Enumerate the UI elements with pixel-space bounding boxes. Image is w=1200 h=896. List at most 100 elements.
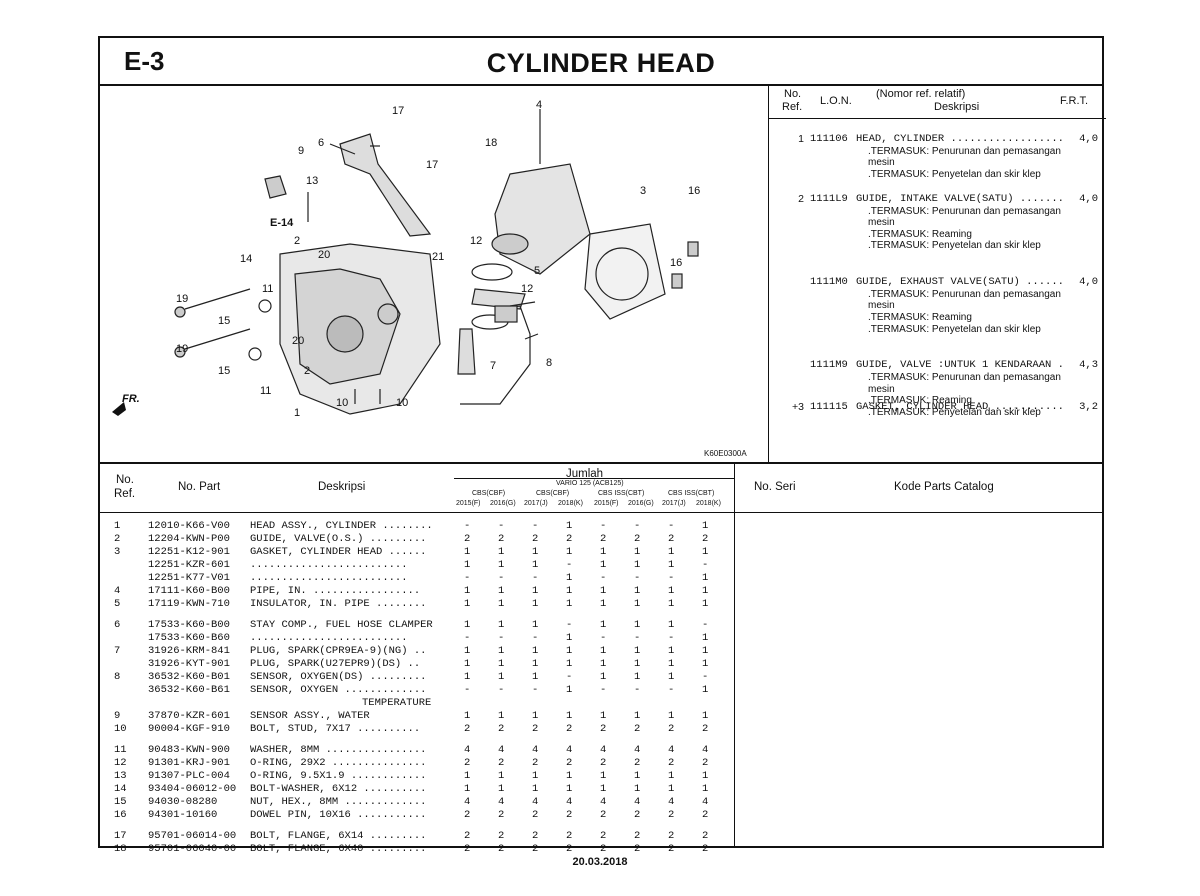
quantity-cell: 1 [532, 619, 539, 631]
lon-note: .TERMASUK: Penyetelan dan skir klep [868, 168, 1041, 180]
quantity-cell: 1 [668, 658, 675, 670]
quantity-cell: 1 [600, 598, 607, 610]
quantity-cell: 1 [532, 598, 539, 610]
quantity-cell: 1 [634, 783, 641, 795]
quantity-cell: 1 [600, 619, 607, 631]
svg-text:10: 10 [396, 397, 408, 409]
lon-note: .TERMASUK: Penurunan dan pemasangan mesi… [868, 205, 1061, 229]
svg-text:16: 16 [688, 185, 700, 197]
lon-notes: .TERMASUK: Penurunan dan pemasangan mesi… [862, 146, 1082, 181]
svg-text:11: 11 [260, 385, 271, 397]
quantity-cell: 2 [532, 809, 539, 821]
quantity-cell: - [464, 684, 471, 696]
quantity-cell: 1 [498, 783, 505, 795]
part-number: 17533-K60-B60 [148, 632, 230, 644]
row-ref: 4 [114, 585, 121, 597]
section-code: E-3 [124, 46, 165, 76]
quantity-cell: 2 [600, 757, 607, 769]
quantity-cell: 2 [532, 843, 539, 855]
part-number: 36532-K60-B61 [148, 684, 230, 696]
quantity-cell: - [702, 619, 709, 631]
quantity-cell: 1 [600, 546, 607, 558]
figure-code: K60E0300A [704, 449, 747, 458]
lon-code: 111115 [810, 401, 848, 413]
exploded-diagram: 17 4 6 9 13 17 18 3 16 E-14 2 20 21 12 1… [100, 84, 769, 462]
quantity-cell: 1 [634, 585, 641, 597]
intake-pipe [494, 163, 591, 275]
quantity-cell: 2 [668, 533, 675, 545]
part-description: BOLT, STUD, 7X17 .......... [250, 723, 421, 735]
quantity-cell: - [702, 559, 709, 571]
quantity-cell: - [498, 684, 505, 696]
quantity-cell: 2 [464, 723, 471, 735]
quantity-cell: 2 [464, 533, 471, 545]
quantity-cell: 2 [702, 723, 709, 735]
quantity-cell: 1 [634, 658, 641, 670]
row-ref: 12 [114, 757, 127, 769]
lon-ref: +3 [792, 401, 804, 413]
lon-code: 1111L9 [810, 193, 848, 205]
svg-text:19: 19 [176, 293, 188, 305]
quantity-cell: 1 [464, 658, 471, 670]
quantity-cell: 1 [668, 710, 675, 722]
quantity-cell: 2 [668, 843, 675, 855]
row-ref: 9 [114, 710, 121, 722]
quantity-cell: 1 [498, 658, 505, 670]
page-header: E-3 CYLINDER HEAD [100, 38, 1102, 86]
quantity-cell: 1 [600, 671, 607, 683]
svg-text:4: 4 [536, 99, 542, 111]
lon-note: .TERMASUK: Penyetelan dan skir klep [868, 323, 1041, 335]
quantity-cell: 1 [600, 783, 607, 795]
quantity-cell: 4 [600, 744, 607, 756]
svg-text:15: 15 [218, 315, 230, 327]
quantity-cell: 2 [566, 809, 573, 821]
quantity-cell: 2 [668, 757, 675, 769]
quantity-cell: 1 [668, 585, 675, 597]
quantity-cell: 1 [532, 645, 539, 657]
row-ref: 10 [114, 723, 127, 735]
quantity-cell: 2 [498, 809, 505, 821]
quantity-cell: 1 [566, 546, 573, 558]
part-description: O-RING, 29X2 ............... [250, 757, 427, 769]
row-ref: 11 [114, 744, 127, 756]
quantity-cell: - [464, 632, 471, 644]
row-ref: 14 [114, 783, 127, 795]
lon-description: HEAD, CYLINDER .................. [856, 133, 1064, 145]
quantity-cell: - [668, 520, 675, 532]
svg-text:8: 8 [546, 357, 552, 369]
part-description: GASKET, CYLINDER HEAD ...... [250, 546, 427, 558]
quantity-cell: 1 [600, 710, 607, 722]
quantity-cell: 2 [566, 830, 573, 842]
quantity-cell: 1 [498, 770, 505, 782]
quantity-cell: 1 [464, 598, 471, 610]
quantity-cell: 1 [668, 671, 675, 683]
quantity-cell: 1 [464, 770, 471, 782]
part-number: 94030-08280 [148, 796, 218, 808]
quantity-cell: 1 [498, 546, 505, 558]
part-description: ......................... [250, 559, 408, 571]
quantity-cell: - [668, 684, 675, 696]
page-title: CYLINDER HEAD [486, 48, 716, 78]
front-arrow-icon [112, 402, 126, 416]
quantity-cell: 4 [532, 744, 539, 756]
svg-text:16: 16 [670, 257, 682, 269]
lon-notes: .TERMASUK: Penurunan dan pemasangan mesi… [862, 372, 1082, 418]
row-ref: 6 [114, 619, 121, 631]
row-ref: 8 [114, 671, 121, 683]
quantity-cell: 2 [702, 809, 709, 821]
quantity-cell: 4 [566, 796, 573, 808]
quantity-cell: 2 [634, 533, 641, 545]
row-ref: 16 [114, 809, 127, 821]
part-number: 93404-06012-00 [148, 783, 237, 795]
quantity-cell: 2 [634, 723, 641, 735]
quantity-cell: 1 [498, 585, 505, 597]
quantity-cell: - [464, 572, 471, 584]
